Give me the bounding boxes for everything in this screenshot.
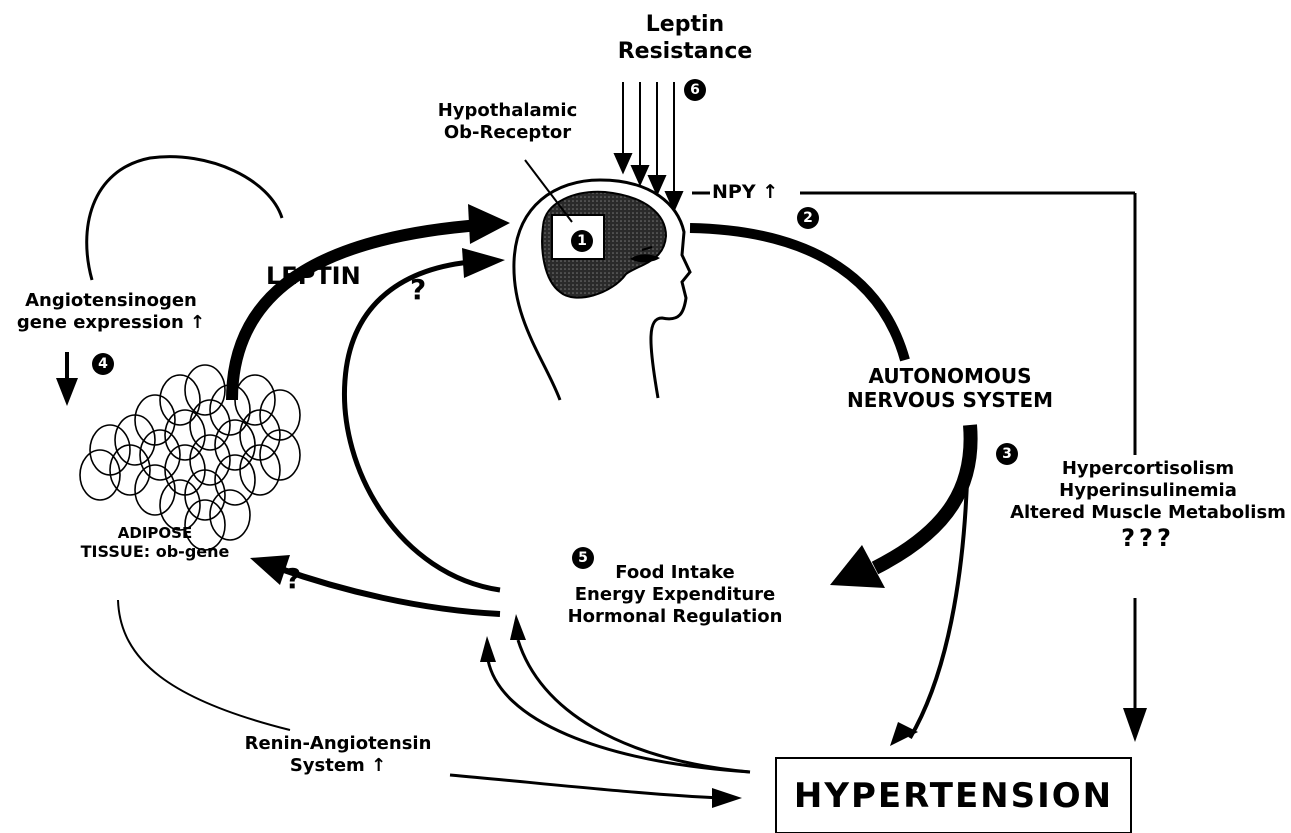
ans-arc bbox=[690, 228, 905, 360]
food-to-adipose-arrow bbox=[278, 568, 500, 614]
ras-to-hypertension-head bbox=[712, 788, 742, 808]
ans-line-2: NERVOUS SYSTEM bbox=[840, 388, 1060, 412]
leptin-arrow-head bbox=[468, 204, 510, 244]
adipose-cells bbox=[80, 365, 300, 550]
angio-line-2: gene expression ↑ bbox=[6, 312, 216, 334]
feedback-arrow-head bbox=[462, 248, 505, 278]
leptin-label: LEPTIN bbox=[266, 262, 361, 291]
marker-4: 4 bbox=[92, 353, 114, 375]
npy-label: NPY ↑ bbox=[712, 181, 778, 204]
marker-1: 1 bbox=[571, 230, 593, 252]
food-line-3: Hormonal Regulation bbox=[545, 606, 805, 628]
angio-arrow-head bbox=[56, 378, 78, 406]
angiotensinogen-loop bbox=[87, 157, 282, 280]
question-mark-upper: ? bbox=[410, 276, 426, 304]
marker-2: 2 bbox=[797, 207, 819, 229]
ras-to-hypertension-arrow bbox=[450, 775, 720, 798]
adipose-tissue-label: ADIPOSE TISSUE: ob-gene bbox=[55, 524, 255, 562]
hypertension-to-food-1 bbox=[488, 660, 750, 772]
receptor-line-1: Hypothalamic bbox=[405, 100, 610, 122]
ras-line-1: Renin-Angiotensin bbox=[228, 733, 448, 755]
question-mark-lower: ? bbox=[285, 565, 301, 593]
autonomous-nervous-system-label: AUTONOMOUS NERVOUS SYSTEM bbox=[840, 364, 1060, 413]
leptin-resistance-label: Leptin Resistance bbox=[600, 12, 770, 66]
hypertension-label: HYPERTENSION bbox=[776, 776, 1131, 817]
hyper-line-2: Hyperinsulinemia bbox=[1008, 480, 1288, 502]
metabolic-arrow-head bbox=[1123, 708, 1147, 742]
marker-6: 6 bbox=[684, 79, 706, 101]
food-intake-label: Food Intake Energy Expenditure Hormonal … bbox=[545, 562, 805, 628]
food-line-2: Energy Expenditure bbox=[545, 584, 805, 606]
hypertension-to-food-1-head bbox=[480, 636, 496, 662]
adipose-to-ras-curve bbox=[118, 600, 290, 730]
ans-to-hypertension-head bbox=[890, 722, 918, 746]
adipose-line-2: TISSUE: ob-gene bbox=[55, 542, 255, 562]
ras-line-2: System ↑ bbox=[228, 755, 448, 777]
food-line-1: Food Intake bbox=[545, 562, 805, 584]
angiotensinogen-label: Angiotensinogen gene expression ↑ bbox=[6, 290, 216, 334]
feedback-arc bbox=[344, 262, 500, 590]
leptin-resistance-line-2: Resistance bbox=[600, 39, 770, 66]
receptor-line-2: Ob-Receptor bbox=[405, 122, 610, 144]
adipose-line-1: ADIPOSE bbox=[55, 524, 255, 542]
hyper-line-3: Altered Muscle Metabolism bbox=[1008, 502, 1288, 524]
renin-angiotensin-label: Renin-Angiotensin System ↑ bbox=[228, 733, 448, 777]
receptor-label: Hypothalamic Ob-Receptor bbox=[405, 100, 610, 144]
food-to-adipose-head bbox=[250, 555, 290, 585]
metabolic-effects-label: Hypercortisolism Hyperinsulinemia Altere… bbox=[1008, 458, 1288, 553]
ans-line-1: AUTONOMOUS bbox=[840, 364, 1060, 388]
ans-to-food-arrow bbox=[875, 425, 971, 568]
leptin-arrow bbox=[232, 225, 480, 400]
hypertension-to-food-2-head bbox=[510, 614, 526, 640]
hyper-line-4: ??? bbox=[1008, 524, 1288, 553]
leptin-resistance-line-1: Leptin bbox=[600, 12, 770, 39]
hyper-line-1: Hypercortisolism bbox=[1008, 458, 1288, 480]
angio-line-1: Angiotensinogen bbox=[6, 290, 216, 312]
hypertension-to-food-2 bbox=[518, 640, 750, 772]
